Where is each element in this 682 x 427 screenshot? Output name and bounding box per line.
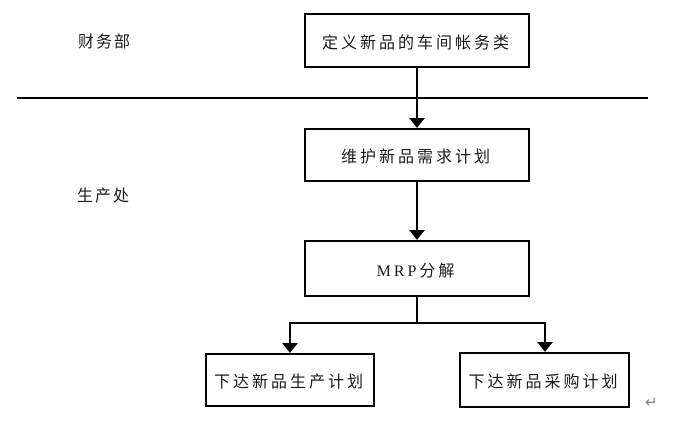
flow-node-issue-production-plan: 下达新品生产计划 <box>205 353 375 407</box>
arrow-down-icon <box>409 230 425 240</box>
branch-stem-line <box>416 297 418 324</box>
arrow-line-mrp-to-purchase-plan <box>544 322 546 342</box>
arrow-down-icon <box>409 118 425 128</box>
arrow-line-maintain-to-mrp <box>416 182 418 230</box>
lane-label-finance: 财务部 <box>78 34 133 51</box>
flow-node-maintain-demand-plan: 维护新品需求计划 <box>304 128 530 182</box>
flow-node-issue-purchase-plan: 下达新品采购计划 <box>459 352 630 408</box>
arrow-down-icon <box>537 342 553 352</box>
arrow-line-define-to-maintain <box>416 68 418 118</box>
lane-label-production: 生产处 <box>77 188 132 205</box>
arrow-line-mrp-to-production-plan <box>289 322 291 343</box>
lane-separator-line <box>17 97 648 99</box>
branch-horizontal-line <box>289 322 546 324</box>
flow-node-mrp-decompose: MRP分解 <box>304 240 530 297</box>
paragraph-return-mark: ↵ <box>645 393 658 411</box>
arrow-down-icon <box>282 343 298 353</box>
flow-node-define-accounting: 定义新品的车间帐务类 <box>304 13 530 68</box>
